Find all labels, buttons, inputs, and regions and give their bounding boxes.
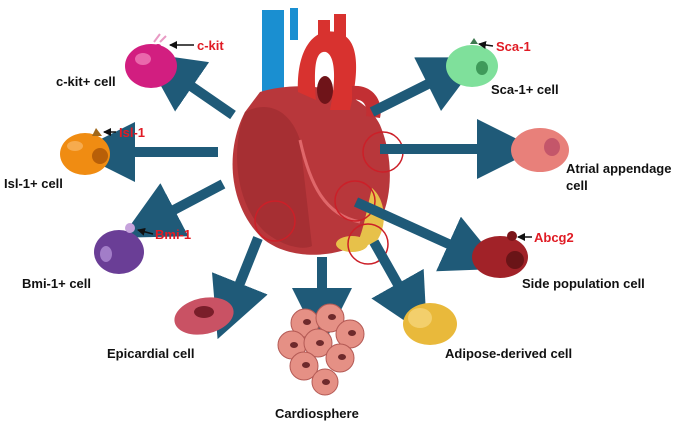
epicardial-cell-label: Epicardial cell	[107, 346, 194, 361]
arrow-to-sca-1-cell	[369, 57, 482, 117]
adipose-derived-cell-label: Adipose-derived cell	[445, 346, 572, 361]
side-population-cell-label: Side population cell	[522, 276, 645, 291]
c-kit-cell	[125, 33, 194, 88]
sca-1-marker: Sca-1	[496, 39, 531, 54]
isl-1-marker: Isl-1	[119, 125, 145, 140]
abcg2-marker: Abcg2	[534, 230, 574, 245]
bmi-1-cell-label: Bmi-1+ cell	[22, 276, 91, 291]
atrial-appendage-cell-label-text: Atrial appendage	[566, 161, 671, 176]
c-kit-cell-label: c-kit+ cell	[56, 74, 116, 89]
arrow-to-epicardial-cell	[212, 236, 268, 340]
c-kit-marker: c-kit	[197, 38, 224, 53]
atrial-appendage-cell	[511, 128, 569, 172]
adipose-derived-cell	[403, 303, 457, 345]
isl-1-cell-label: Isl-1+ cell	[4, 176, 63, 191]
atrial-appendage-cell-label-line2: cell	[566, 178, 588, 193]
atrial-appendage-cell-label: Atrial appendage cell	[566, 161, 671, 193]
epicardial-cell	[174, 297, 234, 335]
bmi-1-marker: Bmi-1	[155, 227, 191, 242]
side-population-cell	[472, 231, 532, 278]
cardiosphere-label: Cardiosphere	[275, 406, 359, 421]
sca-1-cell-label: Sca-1+ cell	[491, 82, 559, 97]
heart-illustration	[232, 8, 404, 265]
arrows	[75, 52, 537, 348]
arrow-to-bmi-1-cell	[121, 179, 226, 238]
isl-1-cell	[60, 128, 116, 175]
cardiosphere	[277, 303, 365, 396]
bmi-1-cell	[94, 223, 154, 274]
arrow-to-c-kit-cell	[142, 52, 236, 120]
arrow-to-side-population-cell	[353, 197, 504, 272]
arrow-to-adipose-derived-cell	[369, 239, 428, 336]
sca-1-cell	[446, 38, 498, 87]
